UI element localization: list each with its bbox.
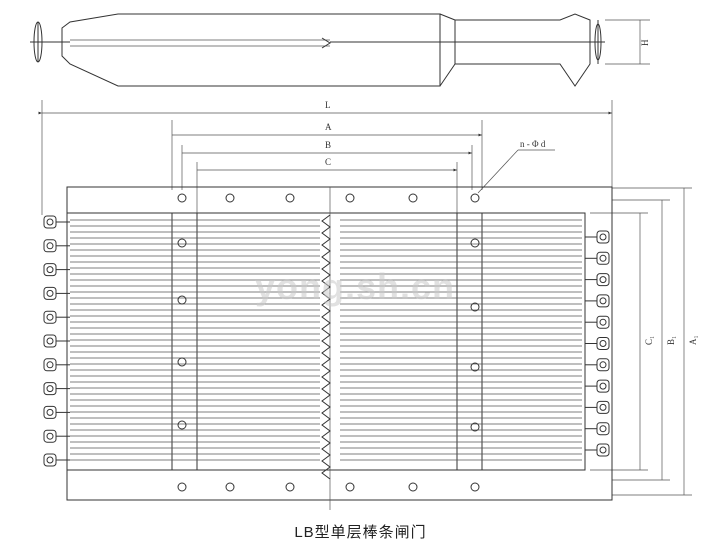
right-handle-hole <box>599 297 607 305</box>
left-handle-hole <box>46 408 54 416</box>
left-handle <box>43 334 57 348</box>
left-handle <box>43 382 57 396</box>
hole-note-label: n - Φ d <box>520 139 546 149</box>
bolt-hole <box>177 357 187 367</box>
left-handle-hole <box>46 385 54 393</box>
left-handle-hole <box>46 313 54 321</box>
dimensions: L A B C n - Φ d C₁ B₁ A₁ <box>38 100 698 496</box>
left-handle-hole <box>46 266 54 274</box>
bolt-hole <box>408 193 418 203</box>
right-handle <box>596 358 610 372</box>
bolt-hole <box>470 422 480 432</box>
right-handle <box>596 230 610 244</box>
dim-B1-label: B₁ <box>666 336 676 345</box>
bolt-hole <box>345 193 355 203</box>
right-handle <box>596 400 610 414</box>
bolt-hole <box>285 193 295 203</box>
bolt-hole <box>177 193 187 203</box>
right-handle-hole <box>599 318 607 326</box>
drawing-title: LB型单层棒条闸门 <box>294 524 427 541</box>
right-handle <box>596 294 610 308</box>
right-handle-hole <box>599 276 607 284</box>
left-handle <box>43 429 57 443</box>
bolt-hole <box>225 482 235 492</box>
dim-L-label: L <box>325 100 331 110</box>
bolt-hole <box>345 482 355 492</box>
watermark: yong.sh.cn <box>255 266 456 307</box>
left-handle-hole <box>46 456 54 464</box>
dim-A1-label: A₁ <box>688 335 698 345</box>
left-handle-hole <box>46 337 54 345</box>
dim-A-label: A <box>325 122 332 132</box>
right-handle <box>596 337 610 350</box>
right-handle-hole <box>599 382 607 390</box>
right-handle-hole <box>599 446 607 454</box>
top-view: H <box>30 13 650 87</box>
left-handle <box>43 239 57 253</box>
dim-C-label: C <box>325 157 331 167</box>
right-handle <box>596 379 610 393</box>
left-handle <box>43 263 57 277</box>
right-handle <box>596 443 610 457</box>
bolt-hole <box>285 482 295 492</box>
right-handle-hole <box>599 403 607 411</box>
bolt-hole <box>470 362 480 372</box>
bolt-hole <box>470 238 480 248</box>
right-handle <box>596 422 610 436</box>
bolt-hole <box>470 302 480 312</box>
left-handle <box>43 358 57 372</box>
left-handle <box>43 286 57 300</box>
left-handle-hole <box>46 289 54 297</box>
bolt-hole <box>177 238 187 248</box>
bolt-hole <box>177 295 187 305</box>
front-view <box>43 186 613 510</box>
right-handle-hole <box>599 361 607 369</box>
right-handle <box>596 273 610 287</box>
right-handle <box>596 251 610 265</box>
left-handle-hole <box>46 432 54 440</box>
right-handle <box>596 315 610 329</box>
bolt-hole <box>470 482 480 492</box>
bolt-hole <box>225 193 235 203</box>
right-handle-hole <box>599 425 607 433</box>
left-handle <box>43 453 57 467</box>
bolt-hole <box>177 420 187 430</box>
right-handle-hole <box>599 340 607 347</box>
left-handle <box>43 405 57 419</box>
dim-B-label: B <box>325 140 331 150</box>
bolt-hole <box>470 193 480 203</box>
right-handle-hole <box>599 254 607 262</box>
dim-C1-label: C₁ <box>644 336 654 345</box>
bolt-hole <box>408 482 418 492</box>
right-handle-hole <box>599 233 607 241</box>
dim-H-label: H <box>640 39 650 46</box>
bolt-hole <box>177 482 187 492</box>
left-handle-hole <box>46 218 54 226</box>
left-handle-hole <box>46 361 54 369</box>
left-handle-hole <box>46 242 54 250</box>
left-handle <box>43 310 57 324</box>
left-handle <box>43 215 57 229</box>
zigzag-joint <box>321 214 331 480</box>
